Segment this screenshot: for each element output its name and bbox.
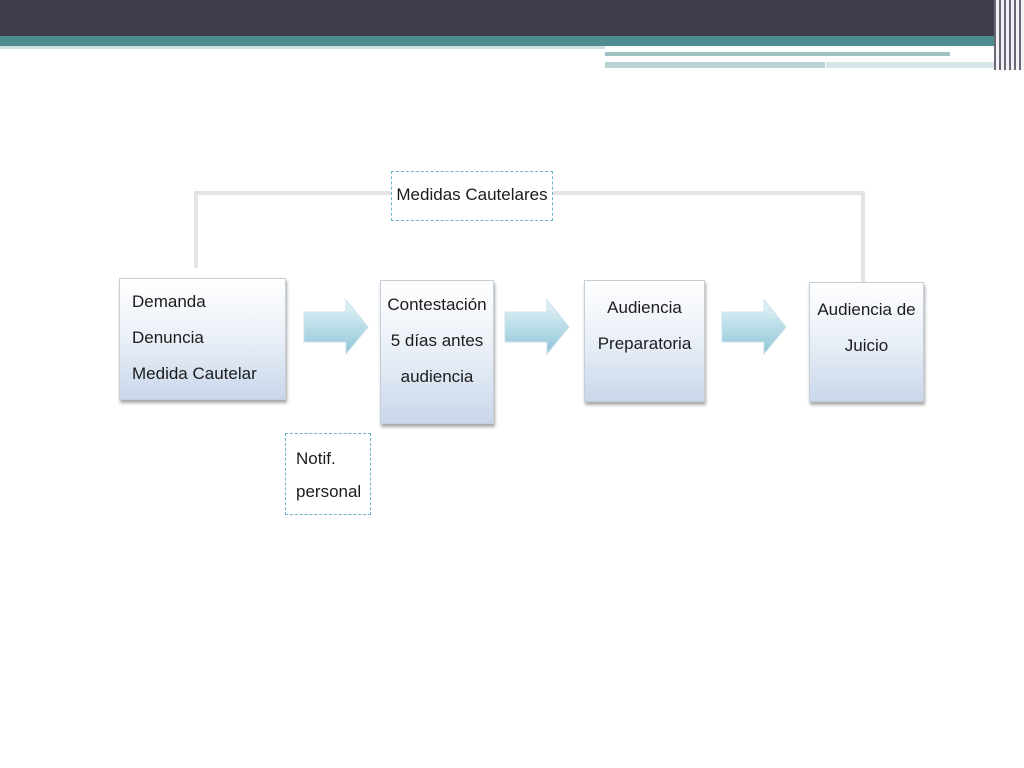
node-audiencia-juicio: Audiencia de Juicio [809,282,924,402]
header-stripes [994,0,1024,70]
header-thin-line [0,46,605,49]
node-audiencia-preparatoria: Audiencia Preparatoria [584,280,705,402]
node-contestacion-line-2: 5 días antes [390,331,484,350]
note-medidas-cautelares: Medidas Cautelares [391,171,553,221]
node-contestacion: Contestación 5 días antes audiencia [380,280,494,424]
node-preparatoria-line-1: Audiencia [607,298,682,317]
flow-arrow-3 [721,298,787,356]
header-right-line-1 [605,52,950,56]
node-contestacion-line-3: audiencia [400,367,474,386]
node-demanda-line-2: Denuncia [132,328,204,347]
node-preparatoria-line-2: Preparatoria [597,334,692,353]
header-dark-bar [0,0,1024,36]
node-contestacion-line-1: Contestación [387,295,487,314]
header-right-line-3 [826,62,996,68]
note-notif-personal: Notif. personal [285,433,371,515]
node-demanda: Demanda Denuncia Medida Cautelar [119,278,286,400]
note-notif-line-2: personal [296,482,362,501]
header-right-line-2 [605,62,825,68]
node-demanda-line-1: Demanda [132,292,206,311]
note-medidas-text: Medidas Cautelares [396,185,548,204]
node-juicio-line-2: Juicio [844,336,889,355]
note-notif-line-1: Notif. [296,449,336,468]
node-demanda-line-3: Medida Cautelar [132,364,257,383]
flow-arrow-2 [504,298,570,356]
header-teal-bar [0,36,1024,46]
flow-arrow-1 [303,298,369,356]
node-juicio-line-1: Audiencia de [817,300,916,319]
